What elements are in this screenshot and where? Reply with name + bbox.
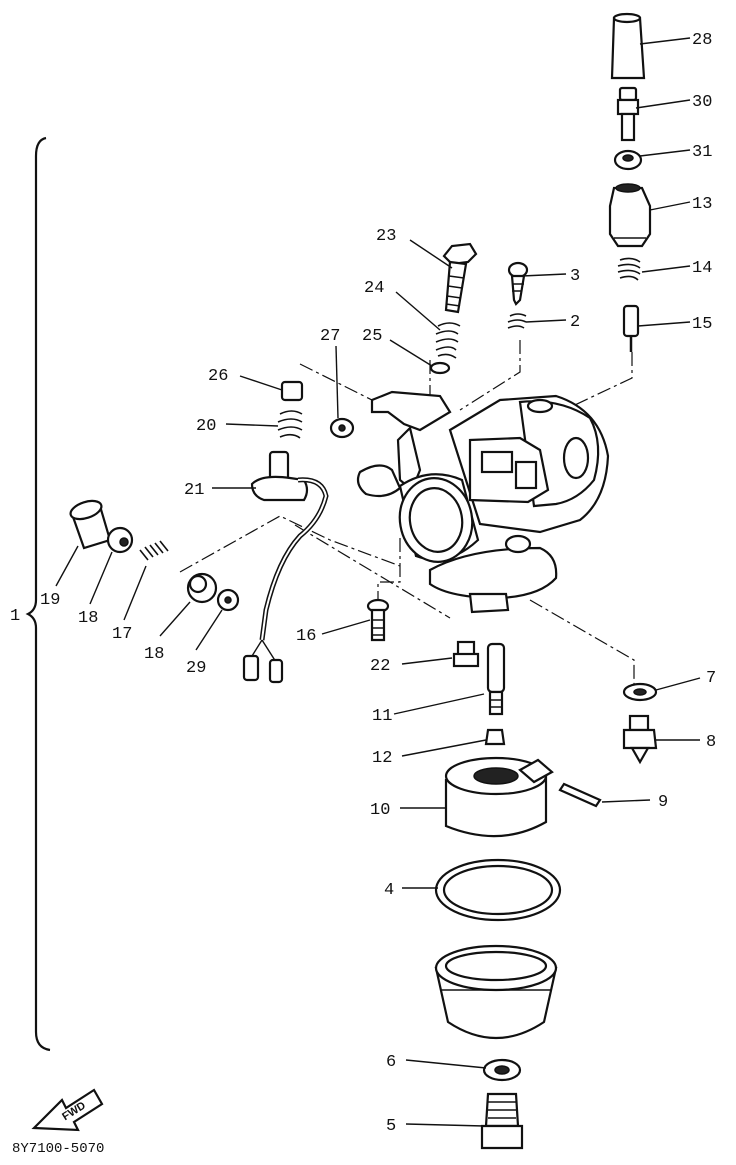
leader-lines (55, 37, 701, 1127)
label-26: 26 (208, 367, 228, 386)
label-16: 16 (296, 627, 316, 646)
label-4: 4 (384, 881, 394, 900)
label-10: 10 (370, 801, 390, 820)
part-28-cap (610, 12, 646, 80)
label-6: 6 (386, 1053, 396, 1072)
label-5: 5 (386, 1117, 396, 1136)
label-1: 1 (10, 607, 20, 626)
label-18a: 18 (78, 609, 98, 628)
forward-arrow-icon: FWD (31, 1088, 104, 1132)
part-18-nut-b (186, 572, 218, 604)
drawing-code: 8Y7100-5070 (12, 1141, 104, 1157)
label-9: 9 (658, 793, 668, 812)
part-15-needle (622, 304, 640, 352)
part-10-float (444, 756, 554, 838)
part-20-spring (277, 410, 303, 439)
part-7-washer (622, 682, 658, 702)
part-14-spring (617, 257, 641, 281)
part-18-nut-a (106, 526, 134, 554)
label-13: 13 (692, 195, 712, 214)
part-19-cap (69, 499, 112, 550)
part-23-screw (442, 242, 478, 314)
part-30-adjuster (616, 86, 640, 142)
label-3: 3 (570, 267, 580, 286)
assembly-bracket (25, 136, 51, 1052)
label-21: 21 (184, 481, 204, 500)
part-17-spring (139, 540, 169, 561)
label-22: 22 (370, 657, 390, 676)
label-28: 28 (692, 31, 712, 50)
carburetor-body (356, 390, 610, 614)
part-25-washer (429, 361, 451, 375)
float-bowl (434, 944, 558, 1039)
part-27-washer (329, 417, 355, 439)
part-3-screw (507, 261, 529, 306)
label-8: 8 (706, 733, 716, 752)
label-12: 12 (372, 749, 392, 768)
assembly-lines (179, 340, 635, 684)
part-11-needle-jet (486, 642, 506, 716)
label-24: 24 (364, 279, 384, 298)
label-15: 15 (692, 315, 712, 334)
label-11: 11 (372, 707, 392, 726)
label-18b: 18 (144, 645, 164, 664)
part-6-washer (482, 1058, 522, 1082)
label-7: 7 (706, 669, 716, 688)
label-14: 14 (692, 259, 712, 278)
part-9-pin (558, 782, 602, 808)
part-4-gasket (434, 858, 562, 922)
part-2-spring (507, 313, 527, 329)
label-25: 25 (362, 327, 382, 346)
label-29: 29 (186, 659, 206, 678)
label-17: 17 (112, 625, 132, 644)
label-20: 20 (196, 417, 216, 436)
label-27: 27 (320, 327, 340, 346)
part-24-spring (435, 322, 461, 359)
label-30: 30 (692, 93, 712, 112)
part-12-main-jet (484, 728, 506, 746)
part-8-valve-seat (622, 714, 658, 765)
part-31-nut (613, 149, 643, 171)
label-23: 23 (376, 227, 396, 246)
label-31: 31 (692, 143, 712, 162)
part-26-cap (280, 380, 304, 402)
part-13-chamber-top (608, 183, 652, 248)
label-19: 19 (40, 591, 60, 610)
label-2: 2 (570, 313, 580, 332)
part-5-drain-plug (480, 1092, 524, 1150)
part-22-jet (452, 640, 480, 668)
part-21-starter-plunger (242, 450, 329, 684)
part-16-screw (366, 598, 390, 642)
part-number-labels: 28 30 31 13 14 15 23 3 24 2 27 25 26 20 … (10, 31, 716, 1136)
part-29-washer (216, 588, 240, 612)
